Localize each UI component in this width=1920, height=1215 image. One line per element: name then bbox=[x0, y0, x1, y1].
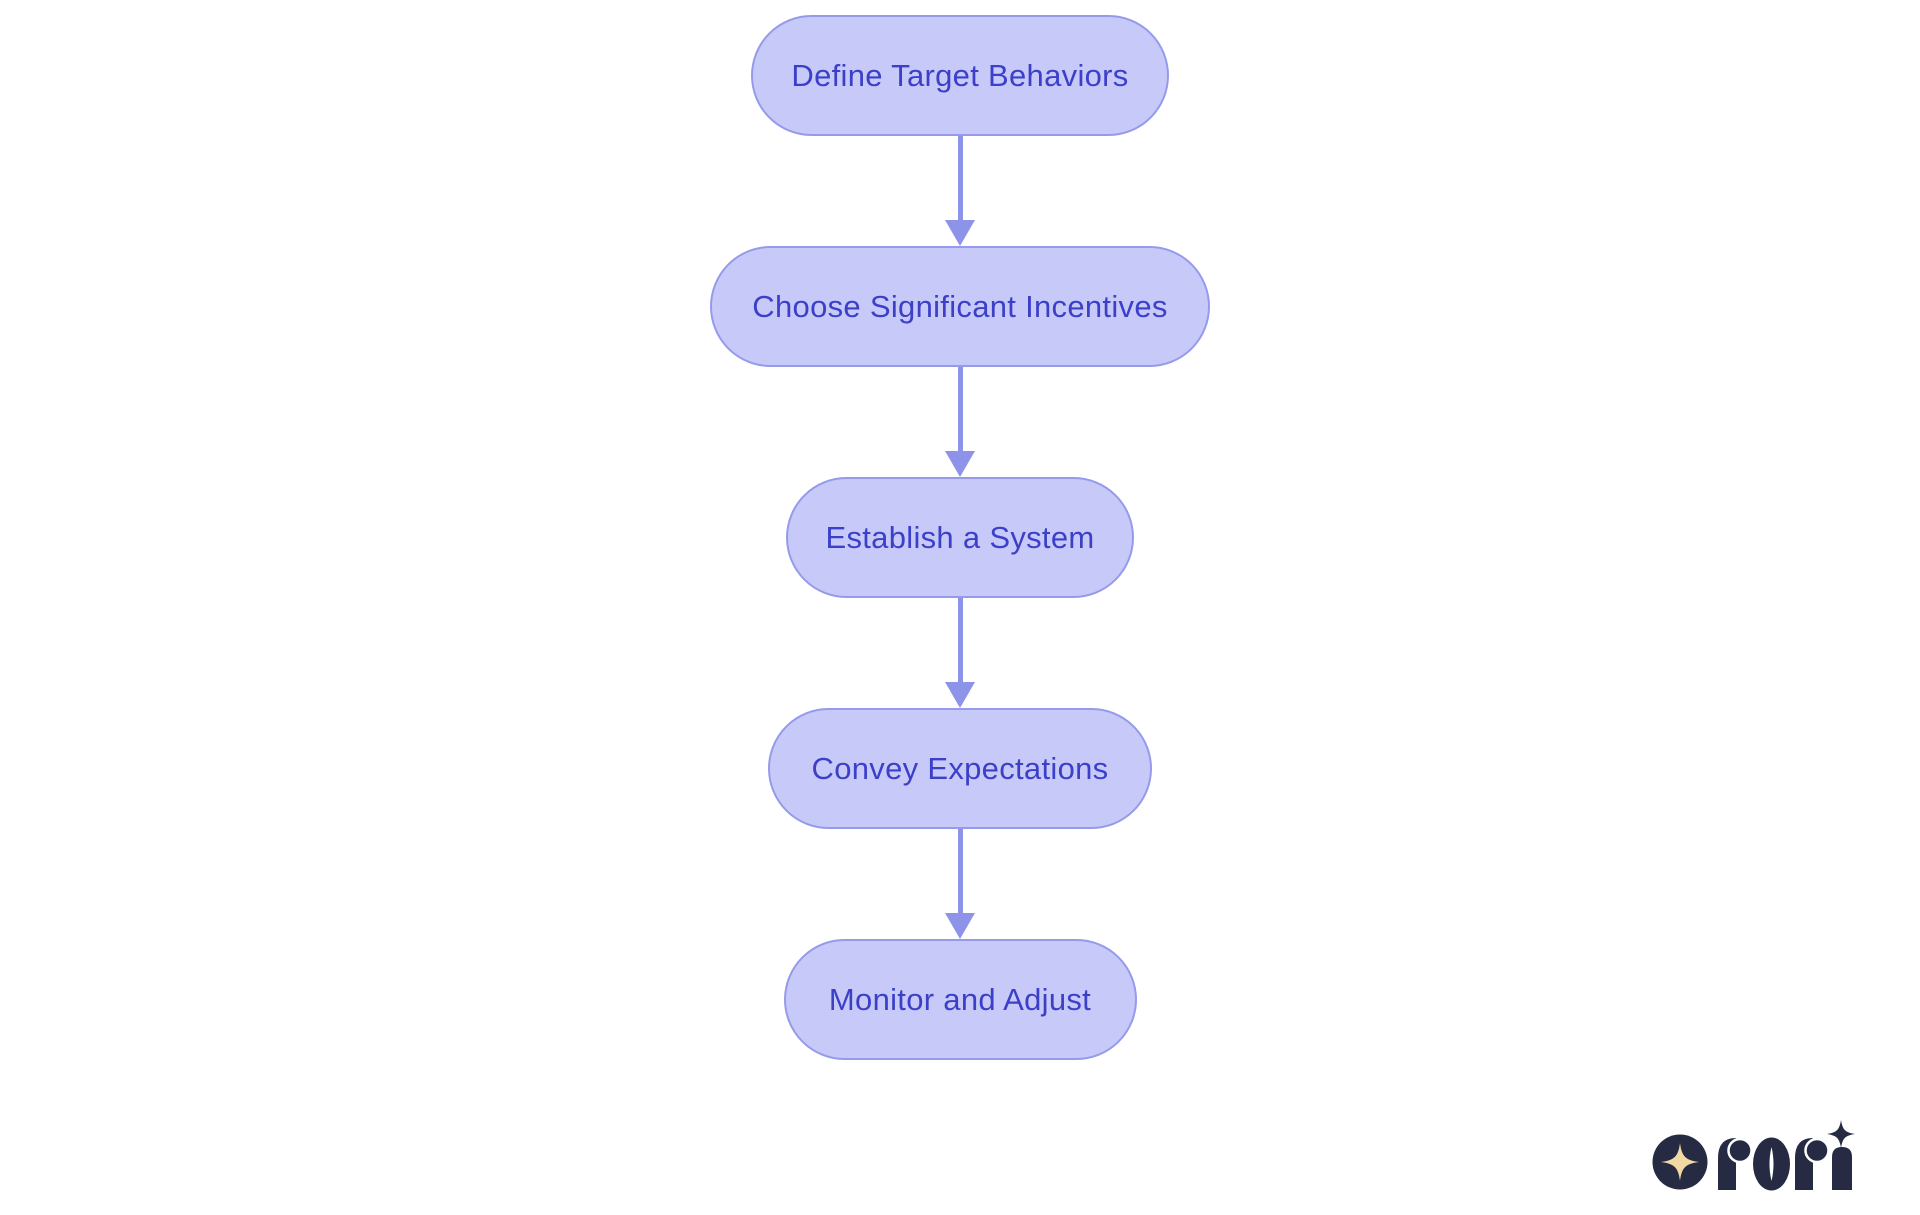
flow-node-define-target-behaviors: Define Target Behaviors bbox=[751, 15, 1169, 136]
flow-node-choose-significant-incentives: Choose Significant Incentives bbox=[710, 246, 1210, 367]
arrow-down-icon bbox=[945, 451, 975, 477]
flow-node-label: Establish a System bbox=[825, 519, 1095, 555]
flow-node-establish-a-system: Establish a System bbox=[786, 477, 1134, 598]
arrow-shaft bbox=[957, 136, 963, 221]
flow-node-label: Monitor and Adjust bbox=[828, 981, 1092, 1017]
arrow-down-icon bbox=[945, 682, 975, 708]
flowchart: Define Target Behaviors Choose Significa… bbox=[710, 15, 1210, 1060]
flow-connector bbox=[943, 598, 977, 708]
flow-connector bbox=[943, 136, 977, 246]
arrow-shaft bbox=[957, 367, 963, 452]
flow-connector bbox=[943, 367, 977, 477]
sparkle-circle-icon bbox=[1652, 1134, 1708, 1190]
sparkle-icon bbox=[1827, 1120, 1855, 1148]
arrow-shaft bbox=[957, 829, 963, 914]
rori-logo bbox=[1652, 1120, 1855, 1191]
flow-node-label: Choose Significant Incentives bbox=[752, 288, 1168, 324]
arrow-down-icon bbox=[945, 913, 975, 939]
rori-wordmark bbox=[1718, 1120, 1855, 1191]
flow-connector bbox=[943, 829, 977, 939]
flow-node-convey-expectations: Convey Expectations bbox=[768, 708, 1152, 829]
arrow-down-icon bbox=[945, 220, 975, 246]
flow-node-label: Define Target Behaviors bbox=[791, 57, 1129, 93]
flow-node-label: Convey Expectations bbox=[811, 750, 1109, 786]
flow-node-monitor-and-adjust: Monitor and Adjust bbox=[783, 939, 1137, 1060]
arrow-shaft bbox=[957, 598, 963, 683]
